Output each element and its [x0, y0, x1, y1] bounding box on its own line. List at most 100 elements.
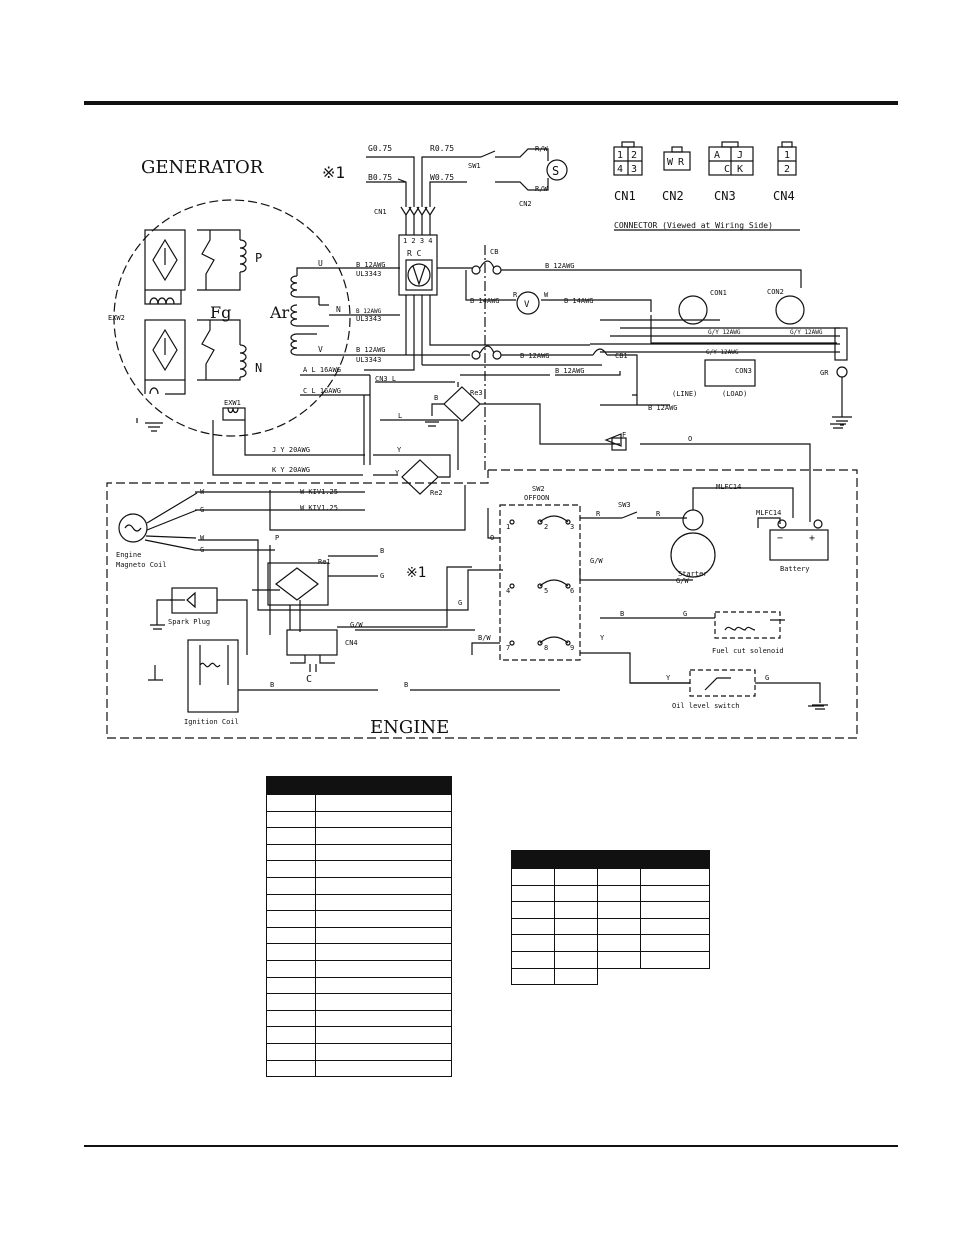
g-fuel: G: [683, 610, 687, 618]
load-label: (LOAD): [722, 390, 747, 398]
u-label: U: [318, 259, 323, 268]
cn1-pin-3: 3: [631, 164, 637, 175]
engine-mag-label: Engine: [116, 551, 141, 559]
engine-boundary: [106, 469, 858, 739]
j-y20: J Y 20AWG: [272, 446, 310, 454]
cb-label: CB: [490, 248, 498, 256]
con3-breaker: [704, 359, 756, 387]
cn4-small: CN4: [345, 639, 358, 647]
cn1-small: CN1: [374, 208, 387, 216]
con2-outlet: [775, 295, 805, 325]
l-wire: L: [398, 412, 402, 420]
p-label: P: [255, 251, 262, 265]
b-fuel: B: [620, 610, 624, 618]
ul3343-v: UL3343: [356, 356, 381, 364]
y-sw2: Y: [600, 634, 605, 642]
sw2-t3: 3: [570, 523, 574, 531]
cn3-pin-c: C: [724, 164, 730, 175]
sw2-switch: [499, 504, 581, 661]
exw1-coil: [222, 407, 246, 421]
mlfc14-label: MLFC14: [716, 483, 741, 491]
w-mid: W: [200, 534, 205, 542]
b075: B0.75: [368, 173, 392, 182]
offon-label: OFFOON: [524, 494, 549, 502]
b12awg-mid: B 12AWG: [520, 352, 550, 360]
fuel-cut-label: Fuel cut solenoid: [712, 647, 784, 655]
b12awg-v: B 12AWG: [356, 346, 386, 354]
sw2-t5: 5: [544, 587, 548, 595]
b12awg-bottom: B 12AWG: [648, 404, 678, 412]
p-wire: P: [275, 534, 279, 542]
cn3-pin-j: J: [737, 150, 743, 161]
con1-outlet: [678, 295, 708, 325]
exw2-label: EXW2: [108, 314, 125, 322]
b12awg-n: B 12AWG: [356, 308, 382, 315]
sw3-label: SW3: [618, 501, 631, 509]
rectifier-p: [144, 229, 186, 291]
ul3343-n: UL3343: [356, 315, 381, 323]
rc-module: [398, 234, 438, 296]
w-wire: W: [544, 291, 549, 299]
y-re2: Y: [395, 469, 400, 477]
g-re1: G: [380, 572, 384, 580]
mlfc14b-label: MLFC14: [756, 509, 781, 517]
line-label: (LINE): [672, 390, 697, 398]
connector-note: CONNECTOR (Viewed at Wiring Side): [614, 221, 773, 230]
k-y20: K Y 20AWG: [272, 466, 310, 474]
gy12awg-con1: G/Y 12AWG: [708, 329, 741, 336]
f-label: F: [622, 431, 626, 439]
pins-1234: 1 2 3 4: [403, 237, 433, 245]
gy12awg-mid: G/Y 12AWG: [706, 349, 739, 356]
gy12awg-con2: G/Y 12AWG: [790, 329, 823, 336]
cn4-pin-1: 1: [784, 150, 790, 161]
wkiv-1: W KIV1.25: [300, 488, 338, 496]
legend-table-1: [266, 776, 452, 1078]
b12awg-u: B 12AWG: [356, 261, 386, 269]
cn2-pin-w: W: [667, 157, 674, 168]
note-mark: ※1: [322, 163, 345, 182]
r-sw3-left: R: [596, 510, 601, 518]
wiring-diagram: GENERATOR ENGINE ※1 ※1 CONNECTOR (Viewed…: [106, 141, 858, 739]
g-mid: G: [200, 546, 204, 554]
starter-label: Starter: [678, 570, 708, 578]
re1-label: Re1: [318, 558, 331, 566]
sw2-t7: 7: [506, 644, 510, 652]
gw-sw2: G/W: [590, 557, 603, 565]
bw-label: B/W: [478, 634, 491, 642]
cn3-pin-a: A: [714, 150, 720, 161]
spark-plug-label: Spark Plug: [168, 618, 210, 626]
g-oil: G: [765, 674, 769, 682]
engine-label: ENGINE: [370, 717, 449, 738]
n-terminal: N: [336, 305, 341, 314]
starter-motor: [682, 509, 704, 531]
battery: [769, 529, 829, 561]
r-sw3-right: R: [656, 510, 661, 518]
g-top: G: [200, 506, 204, 514]
rectifier-n: [144, 319, 186, 381]
w075: W0.75: [430, 173, 454, 182]
b-ground: B: [434, 394, 438, 402]
cb1-label: CB1: [615, 352, 628, 360]
cn1-label: CN1: [614, 189, 636, 203]
c-label: C: [306, 674, 312, 685]
cn1-pin-4: 4: [617, 164, 623, 175]
re2-rectifier: [401, 459, 439, 495]
sw2-t2: 2: [544, 523, 548, 531]
cn1-pin-2: 2: [631, 150, 637, 161]
ar-label: Ar: [269, 303, 290, 322]
con2-label: CON2: [767, 288, 784, 296]
cn2-label: CN2: [662, 189, 684, 203]
r-wire: R: [513, 291, 518, 299]
s-symbol: S: [552, 164, 559, 178]
b14awg-right: B 14AWG: [564, 297, 594, 305]
sw2-t6: 6: [570, 587, 574, 595]
top-rule: [84, 101, 898, 105]
cn3-pin-k: K: [737, 164, 743, 175]
g075: G0.75: [368, 144, 392, 153]
o-label-sw2: O: [490, 534, 494, 542]
battery-plus: +: [809, 533, 815, 544]
w-top: W: [200, 488, 205, 496]
mag-coil-label: Magneto Coil: [116, 561, 167, 569]
y-oil: Y: [666, 674, 671, 682]
b14awg-left: B 14AWG: [470, 297, 500, 305]
